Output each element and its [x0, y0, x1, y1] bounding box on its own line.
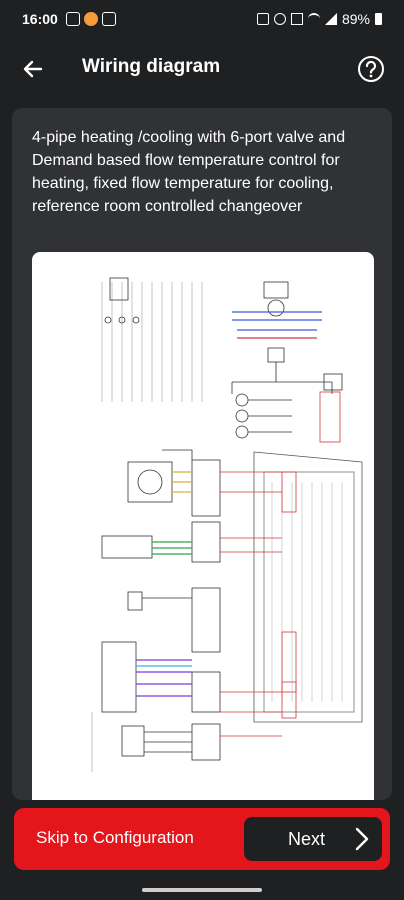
status-right: 89% [256, 11, 382, 27]
lock-icon [256, 13, 269, 25]
check-icon [101, 12, 116, 26]
app-notification-icon [83, 12, 98, 26]
next-button[interactable]: Next [244, 817, 382, 861]
help-button[interactable] [354, 52, 388, 86]
next-button-label: Next [288, 828, 326, 849]
bottom-action-bar: Skip to Configuration Next [14, 808, 390, 870]
gallery-icon [65, 12, 80, 26]
battery-percent: 89% [341, 11, 370, 27]
wiring-diagram-image[interactable] [32, 252, 374, 800]
back-button[interactable] [16, 52, 50, 86]
status-bar: 16:00 89% [0, 0, 404, 38]
diagram-description: 4-pipe heating /cooling with 6-port valv… [32, 129, 346, 215]
arrow-left-icon [23, 60, 43, 78]
notification-icons [65, 12, 116, 26]
status-time: 16:00 [22, 11, 58, 27]
page-title: Wiring diagram [82, 56, 221, 77]
content-card: 4-pipe heating /cooling with 6-port valv… [12, 108, 392, 800]
signal-icon [324, 13, 337, 25]
mute-icon [290, 13, 303, 25]
app-bar: Wiring diagram [0, 44, 404, 94]
help-circle-icon [358, 56, 384, 82]
chevron-right-icon [355, 827, 369, 851]
battery-icon [375, 13, 382, 25]
wiring-diagram-drawing [91, 277, 363, 772]
alarm-icon [273, 13, 286, 25]
wifi-icon [307, 13, 320, 25]
gesture-navigation-bar[interactable] [142, 888, 262, 892]
skip-to-configuration-button[interactable]: Skip to Configuration [36, 828, 194, 847]
